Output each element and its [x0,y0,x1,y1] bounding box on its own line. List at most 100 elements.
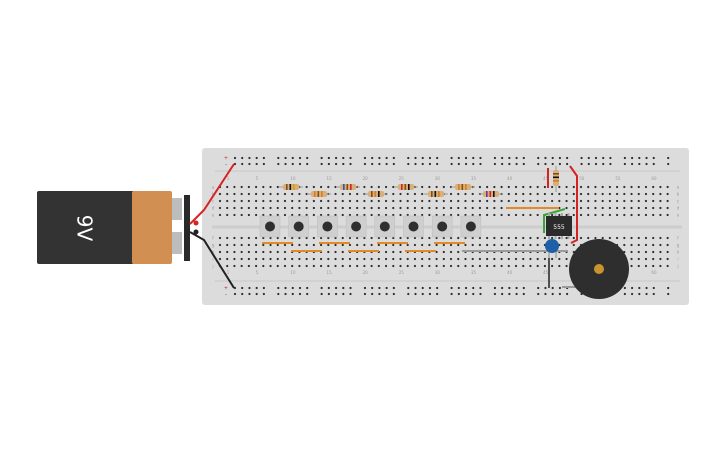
rail-hole[interactable] [638,286,641,290]
rail-hole[interactable] [508,156,511,160]
rail-hole[interactable] [262,292,265,296]
terminal-hole[interactable] [579,206,583,210]
terminal-hole[interactable] [616,185,619,189]
terminal-hole[interactable] [226,236,229,240]
terminal-hole[interactable] [247,257,250,261]
terminal-hole[interactable] [551,199,554,203]
rail-hole[interactable] [363,292,367,296]
rail-hole[interactable] [450,292,453,296]
terminal-hole[interactable] [348,206,352,210]
terminal-hole[interactable] [319,185,323,189]
terminal-hole[interactable] [659,192,662,196]
terminal-hole[interactable] [406,213,409,217]
terminal-hole[interactable] [247,192,250,196]
rail-hole[interactable] [667,156,670,160]
rail-hole[interactable] [609,162,612,166]
terminal-hole[interactable] [464,264,467,268]
rail-hole[interactable] [392,286,395,290]
terminal-hole[interactable] [370,206,373,210]
terminal-hole[interactable] [334,199,337,203]
terminal-hole[interactable] [536,213,539,217]
rail-hole[interactable] [334,156,338,160]
rail-hole[interactable] [645,292,648,296]
rail-hole[interactable] [436,286,439,290]
terminal-hole[interactable] [449,243,453,247]
terminal-hole[interactable] [428,199,431,203]
rail-hole[interactable] [551,162,554,166]
rail-hole[interactable] [450,286,453,290]
terminal-hole[interactable] [594,236,597,240]
terminal-hole[interactable] [312,199,315,203]
terminal-hole[interactable] [421,185,424,189]
terminal-hole[interactable] [587,192,590,196]
terminal-hole[interactable] [486,264,489,268]
rail-hole[interactable] [544,162,547,166]
terminal-hole[interactable] [233,243,236,247]
terminal-hole[interactable] [666,185,669,189]
terminal-hole[interactable] [421,257,424,261]
rail-hole[interactable] [652,162,655,166]
terminal-hole[interactable] [269,206,272,210]
terminal-hole[interactable] [370,185,373,189]
terminal-hole[interactable] [319,236,323,240]
terminal-hole[interactable] [370,257,373,261]
terminal-hole[interactable] [348,264,352,268]
terminal-hole[interactable] [478,264,482,268]
terminal-hole[interactable] [305,243,308,247]
rail-hole[interactable] [385,162,388,166]
rail-hole[interactable] [428,286,432,290]
terminal-hole[interactable] [399,264,402,268]
terminal-hole[interactable] [262,185,265,189]
terminal-hole[interactable] [247,199,250,203]
terminal-hole[interactable] [478,199,482,203]
terminal-hole[interactable] [572,243,575,247]
rail-hole[interactable] [638,162,641,166]
terminal-hole[interactable] [449,236,453,240]
terminal-hole[interactable] [392,213,395,217]
rail-hole[interactable] [667,286,670,290]
rail-hole[interactable] [306,292,309,296]
terminal-hole[interactable] [327,264,330,268]
terminal-hole[interactable] [652,250,655,254]
terminal-hole[interactable] [233,250,236,254]
terminal-hole[interactable] [457,192,460,196]
terminal-hole[interactable] [283,264,287,268]
terminal-hole[interactable] [529,236,532,240]
rail-hole[interactable] [262,286,265,290]
terminal-hole[interactable] [493,185,496,189]
rail-hole[interactable] [436,292,439,296]
rail-hole[interactable] [537,162,540,166]
rail-hole[interactable] [508,292,511,296]
terminal-hole[interactable] [334,185,337,189]
terminal-hole[interactable] [486,206,489,210]
terminal-hole[interactable] [536,243,539,247]
terminal-hole[interactable] [255,243,258,247]
terminal-hole[interactable] [298,192,301,196]
terminal-hole[interactable] [644,185,648,189]
terminal-hole[interactable] [486,243,489,247]
terminal-hole[interactable] [558,213,561,217]
rail-hole[interactable] [334,162,338,166]
terminal-hole[interactable] [428,206,431,210]
terminal-hole[interactable] [305,236,308,240]
terminal-hole[interactable] [536,199,539,203]
terminal-hole[interactable] [623,213,626,217]
terminal-hole[interactable] [666,243,669,247]
rail-hole[interactable] [515,292,518,296]
rail-hole[interactable] [255,156,258,160]
rail-hole[interactable] [464,292,468,296]
rail-hole[interactable] [522,292,525,296]
battery-negative-wire[interactable] [189,231,235,289]
rail-hole[interactable] [544,292,547,296]
terminal-hole[interactable] [291,236,294,240]
terminal-hole[interactable] [240,257,243,261]
terminal-hole[interactable] [644,213,648,217]
terminal-hole[interactable] [283,192,287,196]
terminal-hole[interactable] [240,236,243,240]
rail-hole[interactable] [327,292,330,296]
terminal-hole[interactable] [384,236,388,240]
terminal-hole[interactable] [644,236,648,240]
terminal-hole[interactable] [226,243,229,247]
terminal-hole[interactable] [630,206,633,210]
terminal-hole[interactable] [348,257,352,261]
